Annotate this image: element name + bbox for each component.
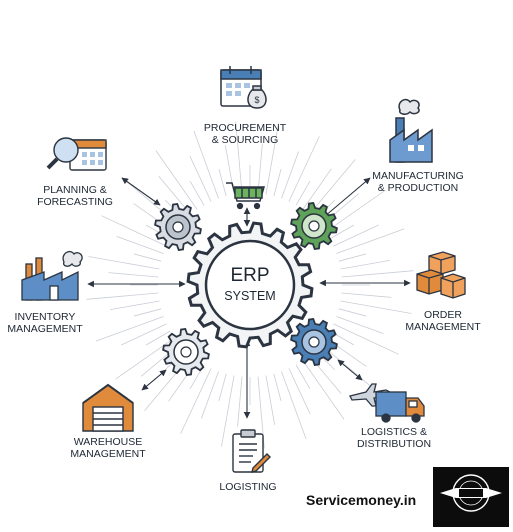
gear-top-right-icon: [290, 202, 338, 250]
warehouse-icon: [82, 383, 134, 432]
manufacturing-label-line1: MANUFACTURING: [372, 170, 464, 182]
inventory-label-line1: INVENTORY: [15, 311, 76, 323]
erp-subtitle: SYSTEM: [224, 289, 275, 303]
inventory-label-line2: MANAGEMENT: [7, 323, 83, 335]
warehouse-label-line1: WAREHOUSE: [74, 436, 142, 448]
manufacturing-label-line2: & PRODUCTION: [378, 182, 459, 194]
brand-website-text: Servicemoney.in: [306, 492, 417, 508]
radiating-lines: [86, 121, 414, 449]
arrow-planning: [121, 177, 161, 206]
logistics-label-line1: LOGISTICS &: [361, 426, 427, 438]
arrow-logistics: [337, 359, 363, 381]
procurement-label-line1: PROCUREMENT: [204, 122, 287, 134]
order-boxes-icon: [416, 251, 466, 299]
logistics-label-line2: DISTRIBUTION: [357, 438, 431, 450]
logistics-truck-plane-icon: [349, 383, 425, 423]
planning-label-line1: PLANNING &: [43, 184, 107, 196]
inventory-factory-icon: [21, 250, 83, 301]
erp-central-gear-icon: [186, 221, 314, 349]
shopping-cart-icon: [226, 182, 265, 210]
logisting-label: LOGISTING: [219, 481, 276, 493]
procurement-label-line2: & SOURCING: [212, 134, 279, 146]
manufacturing-factory-icon: [389, 98, 433, 163]
planning-magnifier-calendar-icon: [46, 137, 107, 171]
brand-logo: [433, 467, 509, 527]
gear-bottom-left-icon: [162, 328, 210, 376]
gear-bottom-right-icon: [290, 318, 338, 366]
logisting-clipboard-icon: [232, 429, 271, 473]
warehouse-label-line2: MANAGEMENT: [70, 448, 146, 460]
procurement-calendar-icon: $: [220, 66, 267, 109]
planning-label-line2: FORECASTING: [37, 196, 113, 208]
svg-text:$: $: [254, 95, 259, 105]
order-label-line1: ORDER: [424, 309, 462, 321]
gear-top-left-icon: [154, 203, 202, 251]
erp-title: ERP: [230, 265, 269, 286]
order-label-line2: MANAGEMENT: [405, 321, 481, 333]
arrow-warehouse: [141, 369, 167, 391]
